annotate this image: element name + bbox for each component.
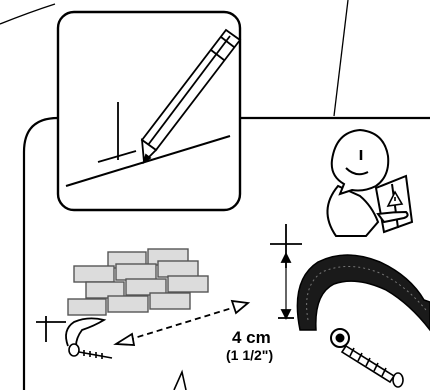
- person-reading-manual-icon: [327, 130, 412, 236]
- measurement-imperial-label: (1 1/2"): [226, 347, 273, 363]
- screw-icon-right: [342, 346, 403, 387]
- cable-clip-icon-right: [331, 329, 349, 347]
- cable-icon: [297, 255, 430, 330]
- screw-icon: [69, 344, 112, 359]
- measurement-metric-label: 4 cm: [232, 328, 271, 347]
- pencil-marking-inset: [58, 12, 240, 210]
- bottom-caret: [174, 372, 186, 390]
